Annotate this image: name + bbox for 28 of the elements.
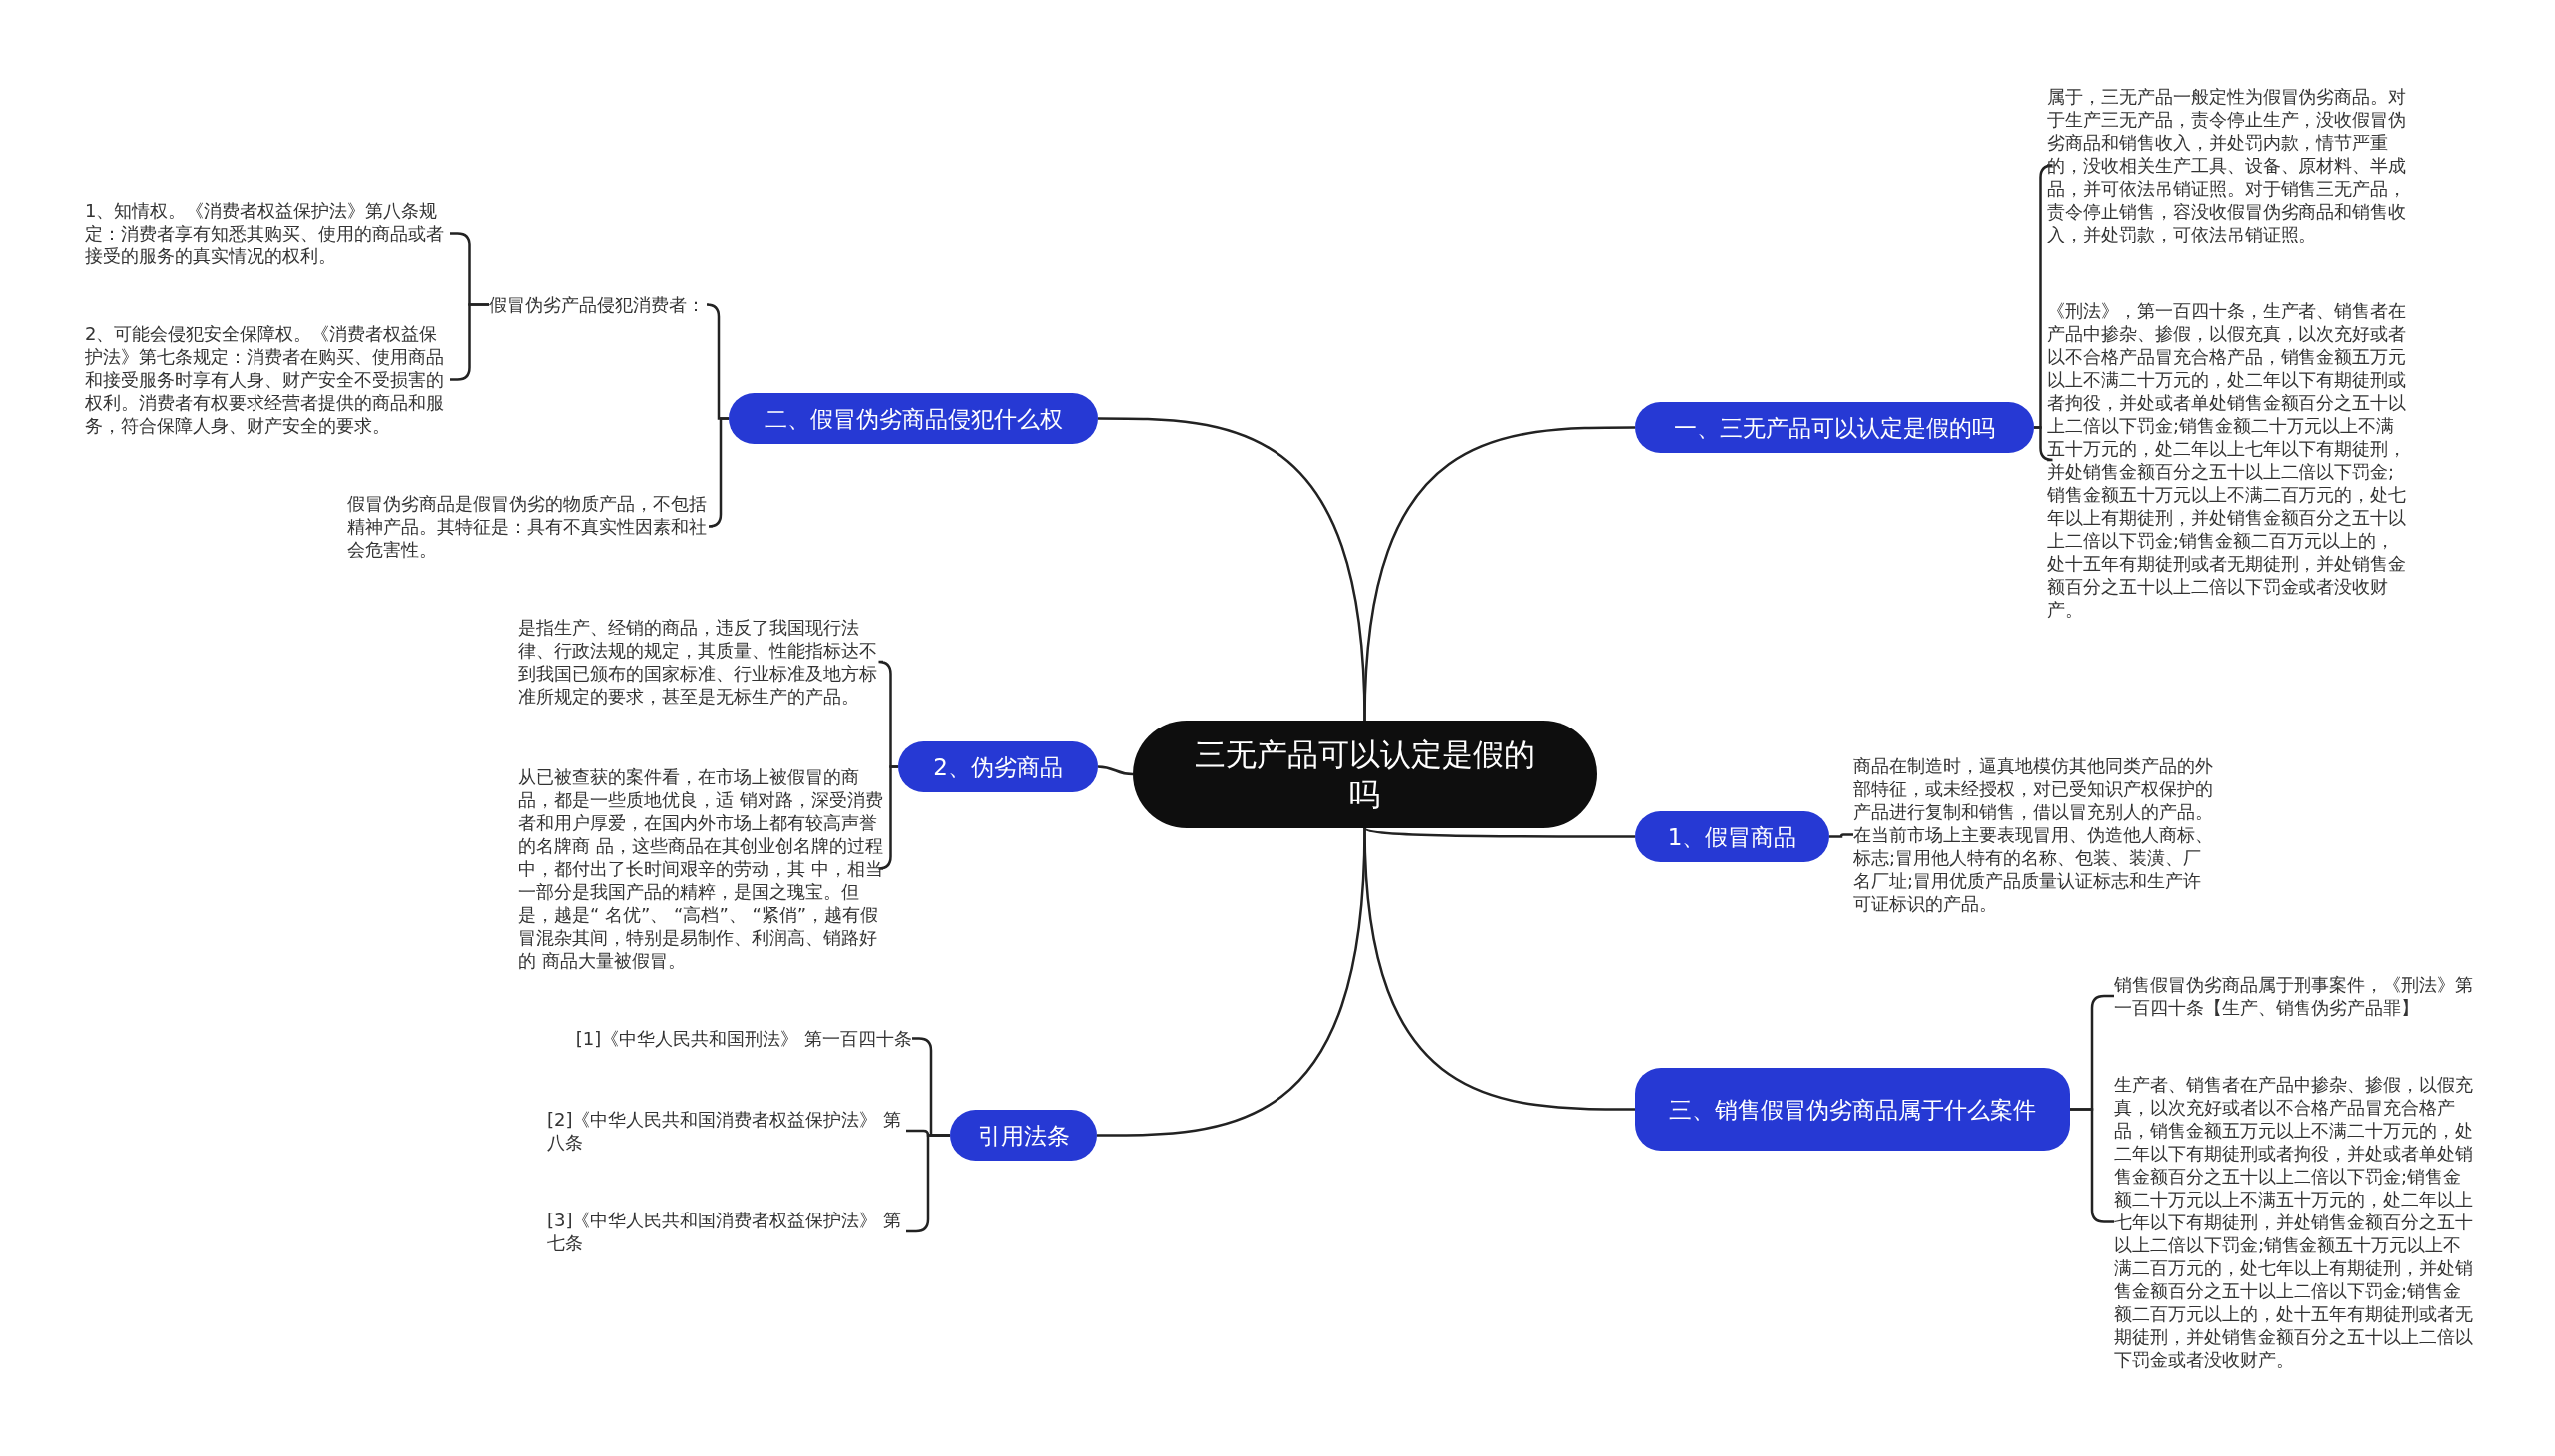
note-text: 生产者、销售者在产品中掺杂、掺假，以假充真，以次充好或者以不合格产品冒充合格产品，销售金额五万元以上不满二十万元的，处二年以下有期徒刑或者拘役，并处或者单处销售金额百分之五十以上二倍以下罚金;销售金额二十万元以上不满五十万元的，处二年以上七年以下有期徒刑，并处销售金额百分之五十以上二倍以下罚金;销售金额五十万元以上不满二百万元的，处七年以上有期徒刑，并处销售金额百分之五十以上二倍以下罚金;销售金额二百万元以上的，处十五年有期徒刑或者无期徒刑，并处销售金额百分之五十以上二倍以下罚金或者没收财产。 bbox=[2114, 1073, 2479, 1371]
note-text: [1]《中华人民共和国刑法》 第一百四十条 bbox=[559, 1027, 912, 1050]
connector-line bbox=[1097, 827, 1366, 1137]
connector-line bbox=[707, 417, 729, 528]
note-text: 《刑法》，第一百四十条，生产者、销售者在产品中掺杂、掺假，以假充真，以次充好或者以不合格产品冒充合格产品，销售金额五万元以上不满二十万元的，处二年以下有期徒刑或者拘役，并处或者单处销售金额百分之五十以上二倍以下罚金;销售金额二十万元以上不满五十万元的，处二年以上七年以下有期徒刑，并处销售金额百分之五十以上二倍以下罚金;销售金额五十万元以上不满二百万元的，处七年以上有期徒刑，并处销售金额百分之五十以上二倍以下罚金;销售金额二百万元以上的，处十五年有期徒刑或者无期徒刑，并处销售金额百分之五十以上二倍以下罚金或者没收财产。 bbox=[2047, 299, 2412, 621]
connector-line bbox=[1829, 833, 1853, 838]
topic-node: 1、假冒商品 bbox=[1635, 811, 1829, 862]
topic-node: 二、假冒伪劣商品侵犯什么权 bbox=[729, 393, 1098, 444]
topic-node: 2、伪劣商品 bbox=[898, 741, 1098, 792]
central-topic: 三无产品可以认定是假的吗 bbox=[1133, 721, 1597, 828]
connector-line bbox=[1098, 417, 1366, 722]
connector-line bbox=[1363, 827, 1635, 838]
topic-node: 三、销售假冒伪劣商品属于什么案件 bbox=[1635, 1068, 2070, 1151]
note-text: [2]《中华人民共和国消费者权益保护法》 第八条 bbox=[547, 1108, 906, 1154]
note-text: 从已被查获的案件看，在市场上被假冒的商品，都是一些质地优良，适 销对路，深受消费者和用户厚爱，在国内外市场上都有较高声誉的名牌商 品，这些商品在其创业创名牌的过程中，都付出了长时间艰辛的劳动，其 中，相当一部分是我国产品的精粹，是国之瑰宝。但是，越是“ 名优”、 “高档”、 “紧俏”，越有假冒混杂其间，特别是易制作、利润高、销路好的 商品大量被假冒。 bbox=[518, 765, 883, 972]
note-text: 假冒伪劣商品是假冒伪劣的物质产品，不包括精神产品。其特征是：具有不真实性因素和社会危害性。 bbox=[347, 492, 713, 561]
note-text: 销售假冒伪劣商品属于刑事案件，《刑法》第一百四十条【生产、销售伪劣产品罪】 bbox=[2114, 973, 2479, 1019]
note-text: 是指生产、经销的商品，违反了我国现行法律、行政法规的规定，其质量、性能指标达不到我国已颁布的国家标准、行业标准及地方标准所规定的要求，甚至是无标生产的产品。 bbox=[518, 616, 883, 708]
note-text: 1、知情权。《消费者权益保护法》第八条规定：消费者享有知悉其购买、使用的商品或者接受的服务的真实情况的权利。 bbox=[85, 199, 450, 267]
note-text: 商品在制造时，逼真地模仿其他同类产品的外部特征，或未经授权，对已受知识产权保护的产品进行复制和销售，借以冒充别人的产品。在当前市场上主要表现冒用、伪造他人商标、标志;冒用他人特有的名称、包装、装潢、厂名厂址;冒用优质产品质量认证标志和生产许可证标识的产品。 bbox=[1853, 754, 2219, 915]
note-text: 2、可能会侵犯安全保障权。《消费者权益保护法》第七条规定：消费者在购买、使用商品和接受服务时享有人身、财产安全不受损害的权利。消费者有权要求经营者提供的商品和服务，符合保障人身、财产安全的要求。 bbox=[85, 322, 450, 437]
topic-node: 一、三无产品可以认定是假的吗 bbox=[1635, 402, 2034, 453]
note-text: [3]《中华人民共和国消费者权益保护法》 第七条 bbox=[547, 1209, 906, 1254]
connector-line bbox=[2034, 426, 2054, 462]
note-text: 属于，三无产品一般定性为假冒伪劣商品。对于生产三无产品，责令停止生产，没收假冒伪劣商品和销售收入，并处罚内款，情节严重的，没收相关生产工具、设备、原材料、半成品，并可依法吊销证照。对于销售三无产品，责令停止销售，容没收假冒伪劣商品和销售收入，并处罚款，可依法吊销证照。 bbox=[2047, 85, 2412, 245]
topic-node: 引用法条 bbox=[950, 1110, 1097, 1161]
note-text: 假冒伪劣产品侵犯消费者： bbox=[489, 293, 709, 316]
connector-line bbox=[1097, 765, 1134, 776]
